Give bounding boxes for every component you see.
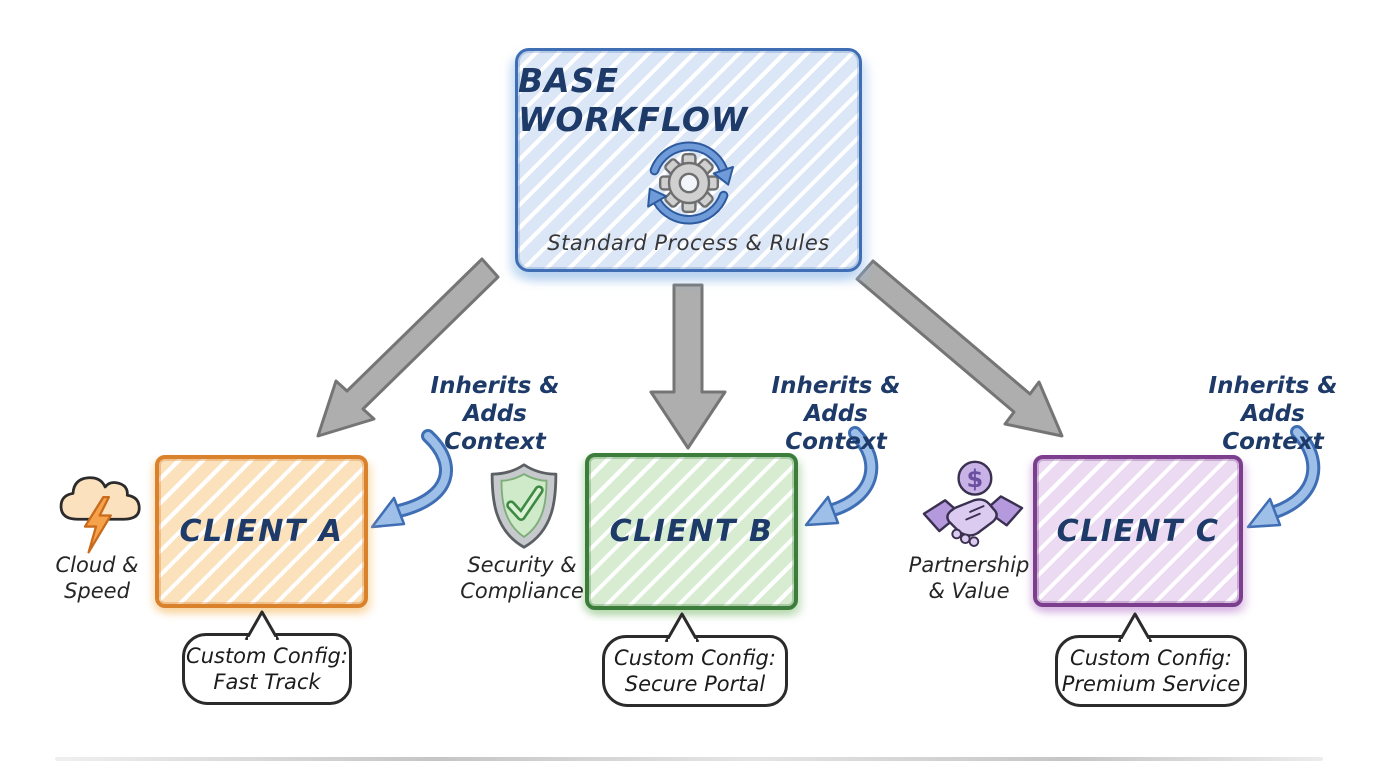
client-c-feature-label: Partnership & Value (908, 553, 1030, 603)
base-workflow-title: BASE WORKFLOW (518, 61, 749, 139)
storm-cloud-lightning-icon (59, 476, 141, 554)
client-c-callout-tail (1117, 612, 1153, 642)
client-b-box: CLIENT B (585, 453, 798, 610)
client-b-callout-tail (664, 612, 700, 642)
inherits-label-client-c: Inherits & Adds Context (1208, 373, 1338, 456)
base-workflow-subtitle: Standard Process & Rules (547, 231, 830, 255)
inherits-label-client-b: Inherits & Adds Context (771, 373, 901, 456)
client-b-callout: Custom Config: Secure Portal (602, 612, 788, 707)
client-c-callout: Custom Config: Premium Service (1055, 612, 1247, 707)
bottom-sketch-line (55, 757, 1323, 761)
client-b-feature-label: Security & Compliance (460, 553, 584, 603)
shield-check-icon (490, 463, 558, 549)
handshake-dollar-icon: $ (922, 460, 1024, 547)
inherits-label-client-a: Inherits & Adds Context (430, 373, 560, 456)
client-c-box: CLIENT C (1033, 455, 1243, 607)
svg-text:$: $ (967, 465, 984, 493)
gear-sync-icon (646, 141, 734, 225)
client-c-name: CLIENT C (1056, 513, 1220, 549)
gear-glyph (658, 153, 719, 213)
client-a-callout: Custom Config: Fast Track (182, 610, 352, 705)
client-a-feature-label: Cloud & Speed (55, 553, 139, 603)
sync-arrows-glyph (646, 141, 734, 225)
client-a-box: CLIENT A (155, 455, 368, 608)
arrow-base-to-client-b (649, 283, 727, 450)
client-a-callout-tail (244, 610, 280, 640)
client-a-name: CLIENT A (179, 514, 344, 549)
client-b-name: CLIENT B (609, 514, 774, 549)
base-workflow-box: BASE WORKFLOW (515, 48, 862, 272)
